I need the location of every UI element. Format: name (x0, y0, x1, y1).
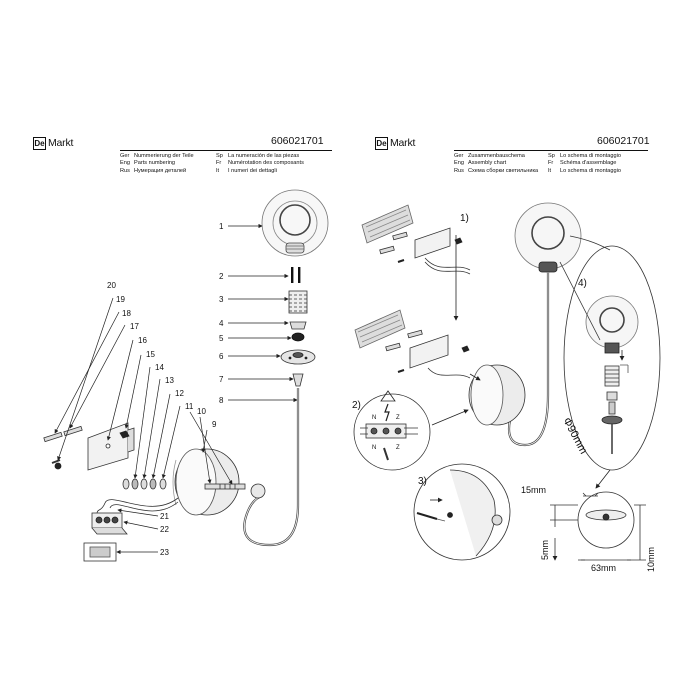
step4-bulb-detail (563, 245, 661, 471)
part-number-labels: 1 2 3 4 5 6 7 8 9 10 11 12 13 14 15 16 1… (107, 222, 224, 557)
part-number: 18 (122, 309, 131, 318)
brand-logo: De Markt (375, 136, 415, 150)
step1-wall-detail (361, 204, 471, 275)
part-number: 12 (175, 389, 184, 398)
header-rule (454, 150, 648, 151)
wiring-label-z: Z (396, 415, 400, 421)
header-rule (120, 150, 332, 151)
dimension-5mm: 5mm (540, 540, 550, 560)
bulb-pins (291, 267, 301, 283)
step1-bracket-detail (354, 309, 471, 379)
wiring-label-n: N (372, 415, 376, 421)
step-label: 4) (578, 278, 587, 289)
part-number: 21 (160, 512, 169, 521)
part-number: 14 (155, 363, 164, 372)
brand-logo-box: De (375, 136, 388, 150)
exploded-view (43, 189, 329, 562)
part-number: 23 (160, 548, 169, 557)
part-number: 5 (219, 334, 224, 343)
part-number: 8 (219, 396, 224, 405)
lampholder (288, 290, 308, 314)
assembled-lamp (468, 202, 582, 447)
part-number: 10 (197, 407, 206, 416)
ceiling-cup (280, 349, 316, 365)
part-number: 6 (219, 352, 224, 361)
part-number: 13 (165, 376, 174, 385)
step-label: 1) (460, 213, 469, 224)
step-label: 3) (418, 476, 427, 487)
glass-globe (261, 189, 329, 257)
brand-logo: De Markt (33, 136, 73, 150)
step2-wiring-detail (353, 390, 431, 471)
part-number: 2 (219, 272, 224, 281)
terminal-block (91, 512, 128, 535)
mounting-bracket (87, 422, 135, 471)
part-number: 19 (116, 295, 125, 304)
wiring-label-z: Z (396, 445, 400, 451)
dimension-63mm: 63mm (591, 563, 616, 573)
step-label: 2) (352, 400, 361, 411)
article-number: 606021701 (271, 135, 324, 147)
curved-arm (243, 388, 300, 547)
part-number: 4 (219, 319, 224, 328)
part-number: 3 (219, 295, 224, 304)
wall-base (172, 448, 240, 516)
holder-ring (289, 321, 307, 330)
part-number: 17 (130, 322, 139, 331)
part-number: 16 (138, 336, 147, 345)
brand-logo-box: De (33, 136, 46, 150)
supply-wires (96, 497, 179, 521)
nipple-bolt (204, 483, 266, 499)
part-number: 22 (160, 525, 169, 534)
washers (122, 478, 167, 490)
hex-nut (291, 332, 305, 342)
brand-logo-text: Markt (48, 137, 74, 149)
wiring-label-n: N (372, 445, 376, 451)
part-number: 20 (107, 281, 116, 290)
article-number: 606021701 (597, 135, 650, 147)
part-number: 15 (146, 350, 155, 359)
leader-lines (54, 223, 298, 555)
part-number: 1 (219, 222, 224, 231)
step3-mount-detail (413, 463, 511, 561)
dimension-drawing (550, 491, 646, 560)
dimension-10mm: 10mm (646, 547, 656, 572)
wall-screws (43, 425, 130, 470)
part-number: 9 (212, 420, 217, 429)
part-number: 7 (219, 375, 224, 384)
brand-logo-text: Markt (390, 137, 416, 149)
label-sticker (83, 542, 117, 562)
dimension-15mm: 15mm (521, 485, 546, 495)
tube-cone (292, 373, 304, 387)
part-number: 11 (185, 402, 194, 411)
assembly-chart (353, 202, 661, 561)
